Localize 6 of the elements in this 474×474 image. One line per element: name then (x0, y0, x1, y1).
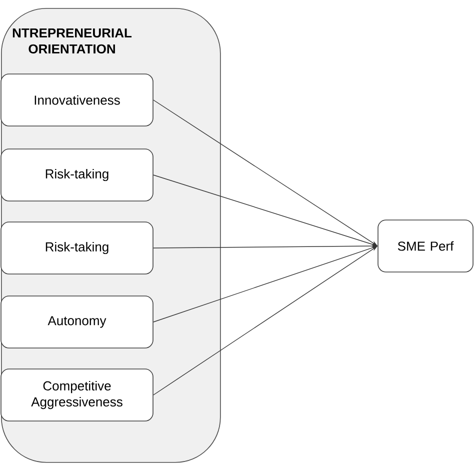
process-box: Risk-taking (0, 222, 154, 274)
process-box: Risk-taking (0, 148, 154, 202)
process-box: Autonomy (0, 296, 154, 348)
process-box: SME Perf (378, 220, 474, 272)
process-box: Competitive Aggressiveness (0, 368, 154, 422)
process-box: Innovativeness (0, 74, 154, 126)
